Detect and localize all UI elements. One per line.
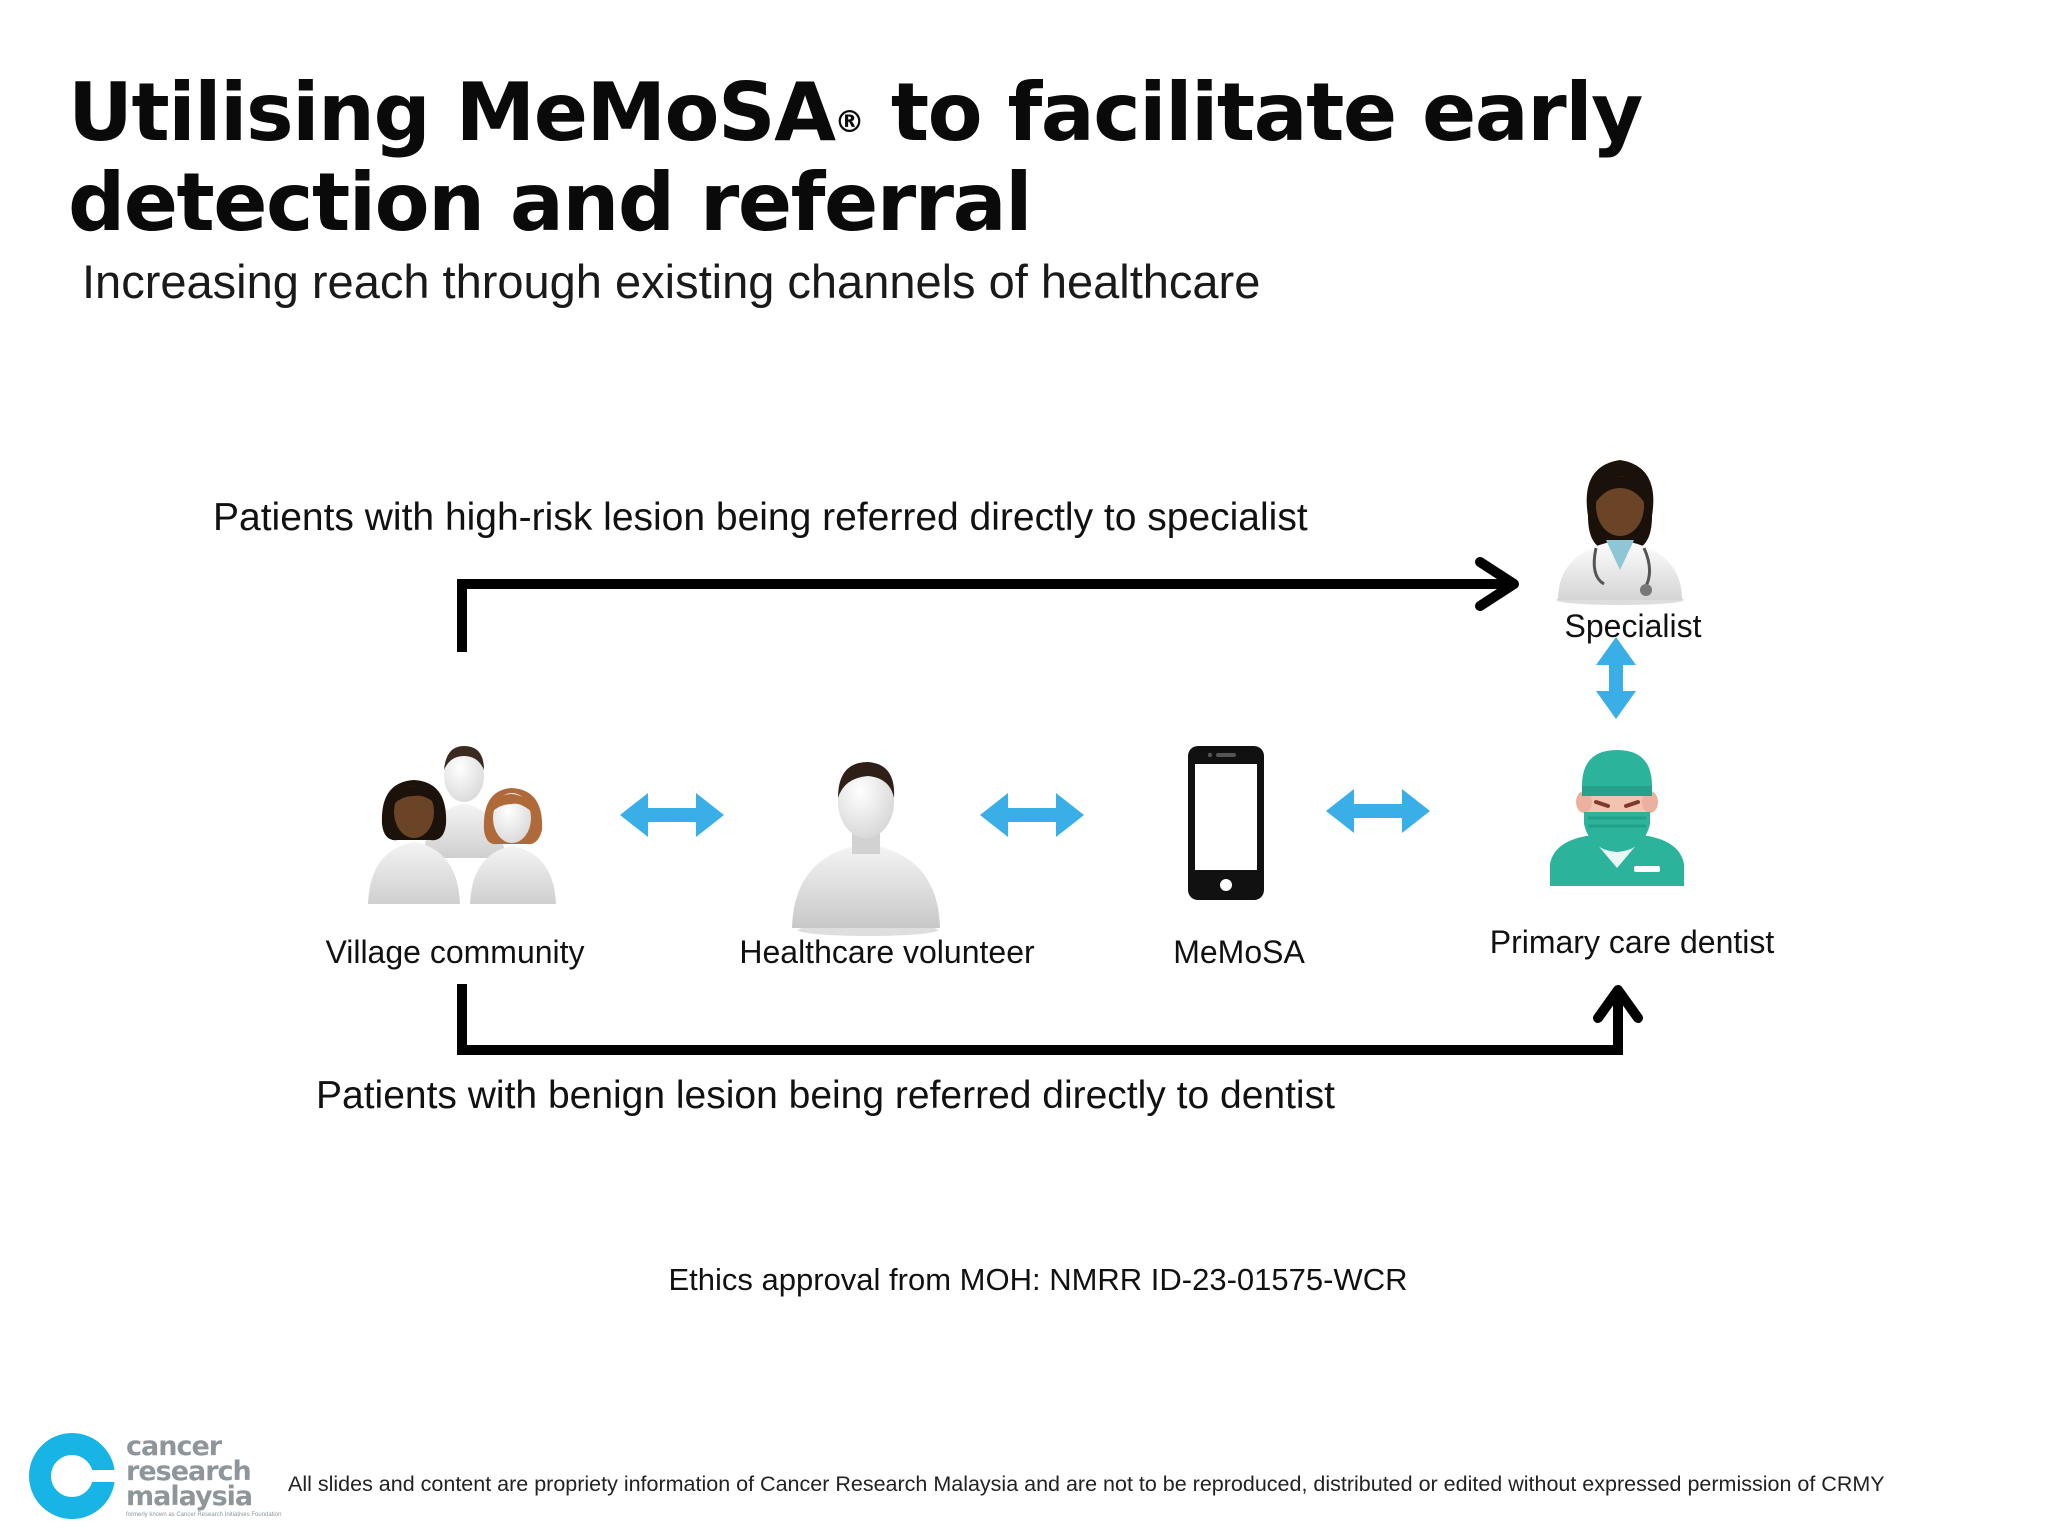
healthcare-volunteer-label: Healthcare volunteer: [739, 934, 1035, 970]
logo-wordmark: cancer research malaysia: [126, 1431, 253, 1512]
doctor-with-stethoscope-icon: [1556, 460, 1684, 605]
village-community-label: Village community: [325, 934, 585, 970]
benign-referral-arrow: [457, 984, 1643, 1055]
primary-care-dentist-label: Primary care dentist: [1489, 924, 1775, 960]
registered-mark: ®: [834, 105, 865, 140]
double-arrow-icon: [980, 793, 1084, 837]
ethics-approval-note: Ethics approval from MOH: NMRR ID-23-015…: [668, 1262, 1408, 1297]
vertical-double-arrow-icon: [1596, 637, 1636, 719]
double-arrow-icon: [620, 793, 724, 837]
specialist-label: Specialist: [1564, 608, 1702, 644]
smartphone-icon: [1188, 746, 1264, 900]
group-of-people-icon: [368, 746, 556, 904]
logo-tagline: formerly known as Cancer Research Initia…: [126, 1512, 282, 1518]
slide-title: Utilising MeMoSA® to facilitate early de…: [68, 68, 2028, 248]
slide-subtitle: Increasing reach through existing channe…: [82, 255, 1261, 308]
copyright-footer: All slides and content are propriety inf…: [288, 1472, 1885, 1496]
high-risk-flow-label: Patients with high-risk lesion being ref…: [213, 496, 1308, 539]
benign-flow-label: Patients with benign lesion being referr…: [316, 1074, 1335, 1117]
title-part2: to facilitate early detection and referr…: [68, 66, 1643, 249]
title-part1: Utilising MeMoSA: [68, 66, 836, 159]
cancer-research-malaysia-logo-icon: [29, 1433, 118, 1519]
logo-line-cancer: cancer: [126, 1431, 222, 1462]
masked-dentist-icon: [1550, 750, 1684, 886]
memosa-label: MeMoSA: [1173, 934, 1305, 970]
high-risk-referral-arrow: [457, 557, 1519, 652]
double-arrow-icon: [1326, 789, 1430, 833]
person-icon: [792, 762, 940, 936]
logo-line-malaysia: malaysia: [126, 1481, 253, 1512]
logo-line-research: research: [126, 1456, 252, 1487]
